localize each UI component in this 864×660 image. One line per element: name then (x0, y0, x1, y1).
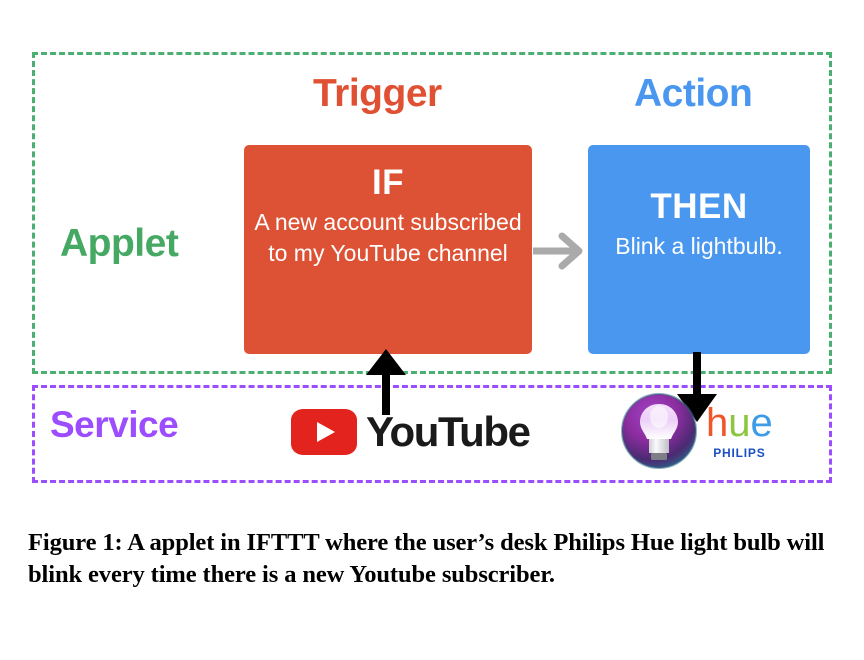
hue-letter-h: h (706, 400, 729, 445)
trigger-card-body: A new account subscribed to my YouTube c… (254, 209, 522, 267)
youtube-wordmark: YouTube (366, 408, 531, 455)
hue-letter-e: e (750, 400, 773, 445)
hue-wordmark: h u e (706, 403, 773, 443)
applet-row-label: Applet (60, 222, 179, 265)
arrow-up-icon (366, 349, 406, 415)
hue-letter-u: u (728, 400, 751, 445)
figure-caption: Figure 1: A applet in IFTTT where the us… (28, 529, 825, 589)
philips-brand-wordmark: PHILIPS (713, 445, 766, 460)
service-group-box (32, 385, 832, 483)
arrow-down-icon (677, 352, 717, 422)
philips-hue-service-logo[interactable]: h u e PHILIPS (620, 392, 773, 470)
trigger-card: IF A new account subscribed to my YouTub… (244, 145, 532, 354)
action-card-body: Blink a lightbulb. (615, 233, 783, 260)
action-card-keyword: THEN (650, 187, 748, 226)
arrow-right-icon (533, 232, 583, 270)
trigger-column-heading: Trigger (313, 72, 442, 115)
service-row-label: Service (50, 404, 179, 445)
hue-lightbulb-icon (621, 393, 697, 469)
applet-group-box (32, 52, 832, 374)
action-column-heading: Action (634, 72, 753, 115)
youtube-service-logo[interactable]: YouTube (291, 408, 531, 455)
hue-wordmark-group: h u e PHILIPS (706, 403, 773, 460)
youtube-play-icon (291, 409, 357, 455)
action-card: THEN Blink a lightbulb. (588, 145, 810, 354)
trigger-card-keyword: IF (371, 163, 405, 202)
